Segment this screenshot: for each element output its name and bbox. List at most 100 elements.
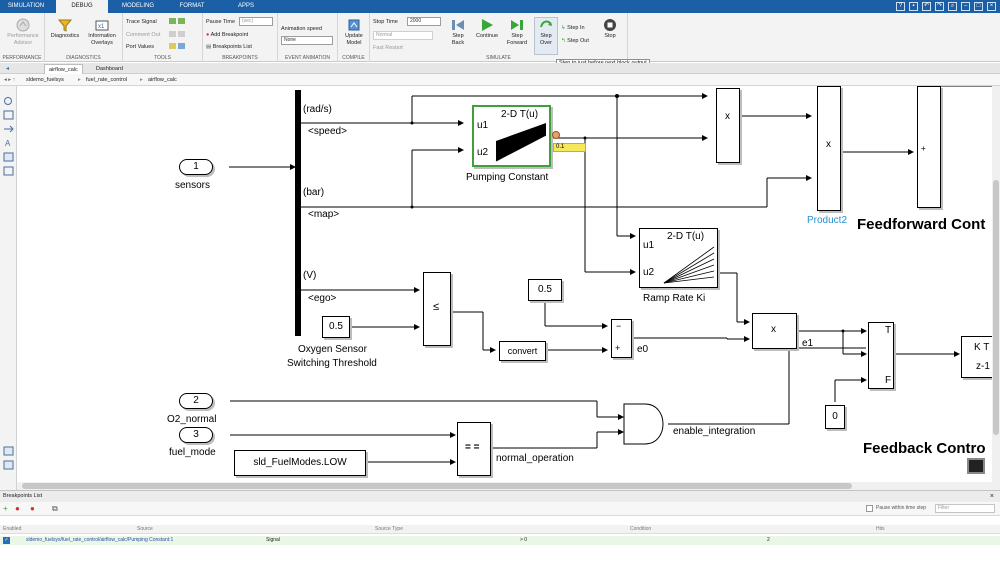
performance-advisor-button[interactable]: Performance Advisor <box>4 18 42 47</box>
image-icon[interactable] <box>3 152 14 162</box>
continue-button[interactable]: Continue <box>474 18 500 40</box>
table-row[interactable]: ✓ sldemo_fuelsys/fuel_rate_control/airfl… <box>0 536 1000 545</box>
diagnostics-button[interactable]: Diagnostics <box>47 18 83 40</box>
ramp-rate-ki-block[interactable]: 2-D T(u) u1 u2 <box>639 228 718 288</box>
column-header[interactable]: Source Type <box>375 526 403 532</box>
redo-icon[interactable]: ↷ <box>935 2 944 11</box>
add-breakpoint-button[interactable]: ● Add Breakpoint <box>206 32 249 38</box>
product-e1-block[interactable]: x <box>752 313 797 349</box>
breakpoint-source[interactable]: sldemo_fuelsys/fuel_rate_control/airflow… <box>26 537 174 543</box>
port-values-button[interactable]: Port Values <box>126 44 155 50</box>
tab-debug[interactable]: DEBUG <box>56 0 108 13</box>
doc-tab-airflow-calc[interactable]: airflow_calc <box>44 64 83 74</box>
column-header[interactable]: Condition <box>630 526 652 532</box>
threshold-constant-block[interactable]: 0.5 <box>322 316 350 338</box>
breakpoints-list-button[interactable]: ▤ Breakpoints List <box>206 44 252 50</box>
inport-sensors[interactable]: 1 <box>179 159 213 175</box>
bus-selector[interactable] <box>295 90 301 336</box>
model-hierarchy-icon[interactable] <box>967 458 985 474</box>
breadcrumb-item[interactable]: fuel_rate_control <box>86 77 127 83</box>
panel-close-icon[interactable]: × <box>989 493 994 500</box>
integrator-block[interactable]: K T z-1 <box>961 336 992 378</box>
fast-restart-button[interactable]: Fast Restart <box>373 45 403 51</box>
tab-format[interactable]: FORMAT <box>179 3 205 9</box>
block-symbol: − <box>616 321 622 331</box>
undo-icon[interactable]: ↶ <box>922 2 931 11</box>
section-label: COMPILE <box>342 55 365 61</box>
doc-tab-dashboard[interactable]: Dashboard <box>96 66 123 72</box>
tab-modeling[interactable]: MODELING <box>121 3 154 9</box>
product-block[interactable]: x <box>716 88 740 163</box>
tools-icons[interactable] <box>169 17 201 53</box>
stop-time-input[interactable]: 2000 <box>407 17 441 26</box>
tab-apps[interactable]: APPS <box>237 3 254 9</box>
breadcrumb-item[interactable]: airflow_calc <box>148 77 177 83</box>
filter-input[interactable]: Filter <box>935 504 995 513</box>
step-back-button[interactable]: Step Back <box>448 18 468 47</box>
nav-back-icon[interactable]: ◂ <box>6 66 10 72</box>
property-icon[interactable] <box>3 460 14 470</box>
model-canvas[interactable]: (rad/s) <speed> (bar) <map> (V) <ego> 1 … <box>17 86 992 482</box>
toggle-icon[interactable]: ⧉ <box>52 504 58 513</box>
breadcrumb-item[interactable]: sldemo_fuelsys <box>26 77 64 83</box>
vertical-scroll-thumb[interactable] <box>993 180 999 435</box>
step-forward-button[interactable]: Step Forward <box>504 18 530 47</box>
minimize-icon[interactable]: – <box>961 2 970 11</box>
column-header[interactable]: Hits <box>876 526 885 532</box>
close-icon[interactable]: × <box>987 2 996 11</box>
horizontal-scroll-thumb[interactable] <box>22 483 852 489</box>
fit-view-icon[interactable] <box>3 110 14 120</box>
sum-e0-block[interactable]: − + <box>611 319 632 358</box>
step-in-icon: ↳ <box>561 25 566 31</box>
section-simulate: Stop Time 2000 Normal Fast Restart Step … <box>370 13 628 62</box>
pause-within-checkbox[interactable] <box>866 505 873 512</box>
equals-block[interactable]: = = <box>457 422 491 476</box>
zero-constant-block[interactable]: 0 <box>825 405 845 429</box>
maximize-icon[interactable]: □ <box>974 2 983 11</box>
fuel-modes-low-block[interactable]: sld_FuelModes.LOW <box>234 450 366 476</box>
explorer-icon[interactable] <box>3 446 14 456</box>
breakpoint-condition[interactable]: > 0 <box>520 537 528 543</box>
pause-time-input[interactable]: (sec) <box>239 17 273 26</box>
text-icon[interactable]: A <box>3 138 14 148</box>
column-header[interactable]: Enabled <box>3 526 22 532</box>
step-in-button[interactable]: ↳ Step In <box>561 25 585 31</box>
port-label: u1 <box>643 240 655 251</box>
annotation-icon[interactable] <box>3 166 14 176</box>
compare-block[interactable]: ≤ <box>423 272 451 346</box>
signal-label: e1 <box>802 338 814 349</box>
zoom-in-icon[interactable] <box>3 96 14 106</box>
sim-mode-select[interactable]: Normal <box>373 31 433 40</box>
arrows-icon[interactable] <box>3 124 14 134</box>
tab-simulation[interactable]: SIMULATION <box>7 3 45 9</box>
product2-block[interactable]: x <box>817 86 841 211</box>
inport-o2-normal[interactable]: 2 <box>179 393 213 409</box>
sum-block[interactable]: + <box>917 86 941 208</box>
and-logic-block[interactable] <box>623 403 671 447</box>
remove-breakpoint-icon[interactable]: ● <box>15 504 20 513</box>
search-icon[interactable]: ⌕ <box>948 2 957 11</box>
remove-all-icon[interactable]: ● <box>30 504 35 513</box>
offset-constant-block[interactable]: 0.5 <box>528 279 562 301</box>
convert-block[interactable]: convert <box>499 341 546 361</box>
trace-signal-button[interactable]: Trace Signal <box>126 19 157 25</box>
pumping-constant-block[interactable]: 2-D T(u) u1 u2 <box>472 105 551 167</box>
section-breakpoints: Pause Time (sec) ● Add Breakpoint ▤ Brea… <box>203 13 278 62</box>
comment-out-button[interactable]: Comment Out <box>126 32 161 38</box>
help-icon[interactable]: ? <box>896 2 905 11</box>
animation-speed-label: Animation speed <box>281 26 322 32</box>
switch-block[interactable]: T F <box>868 322 894 389</box>
breadcrumb-nav-icon[interactable]: ◂ ▸ ↑ <box>4 77 16 83</box>
animation-speed-select[interactable]: None <box>281 36 333 45</box>
add-icon[interactable]: + <box>3 504 8 513</box>
save-icon[interactable]: ▪ <box>909 2 918 11</box>
stop-button[interactable]: Stop <box>600 18 620 40</box>
column-header[interactable]: Source <box>137 526 153 532</box>
breakpoint-marker-icon[interactable] <box>552 131 560 139</box>
step-out-button[interactable]: ↰ Step Out <box>561 38 589 44</box>
inport-fuel-mode[interactable]: 3 <box>179 427 213 443</box>
update-model-button[interactable]: Update Model <box>339 18 369 47</box>
information-overlays-button[interactable]: x1 Information Overlays <box>83 18 121 47</box>
step-over-button[interactable]: Step Over <box>534 17 558 55</box>
enabled-checkbox[interactable]: ✓ <box>3 537 10 544</box>
